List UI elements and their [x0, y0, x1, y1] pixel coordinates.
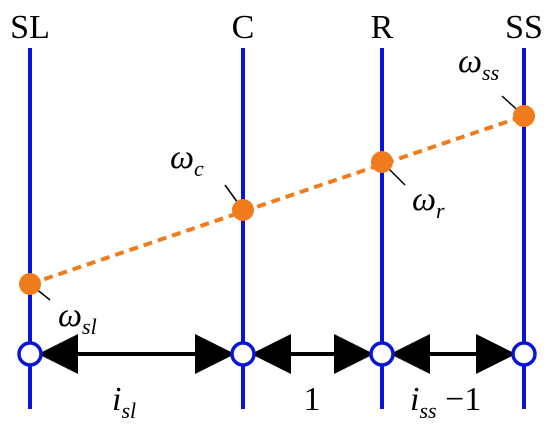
pivot-ring-ss	[511, 341, 537, 367]
speed-node-sl	[19, 273, 41, 295]
speed-label-ss: ωss	[458, 43, 499, 85]
pivot-ring-c	[230, 341, 256, 367]
speed-node-ss	[513, 105, 535, 127]
axis-label-r: R	[371, 9, 394, 46]
speed-label-c: ωc	[170, 139, 204, 181]
speed-node-r	[371, 151, 393, 173]
axis-label-c: C	[232, 9, 255, 46]
axis-label-ss: SS	[505, 9, 543, 46]
pivot-ring-sl	[17, 341, 43, 367]
speed-label-r: ωr	[412, 181, 445, 223]
pivot-ring-r	[369, 341, 395, 367]
ratio-label-r-ss: iss −1	[410, 381, 481, 423]
ratio-label-sl-c: isl	[112, 381, 136, 423]
speed-line	[29, 114, 525, 286]
speed-node-c	[232, 199, 254, 221]
speed-label-sl: ωsl	[58, 297, 97, 339]
ratio-label-c-r: 1	[304, 381, 321, 418]
axis-label-sl: SL	[10, 9, 50, 46]
